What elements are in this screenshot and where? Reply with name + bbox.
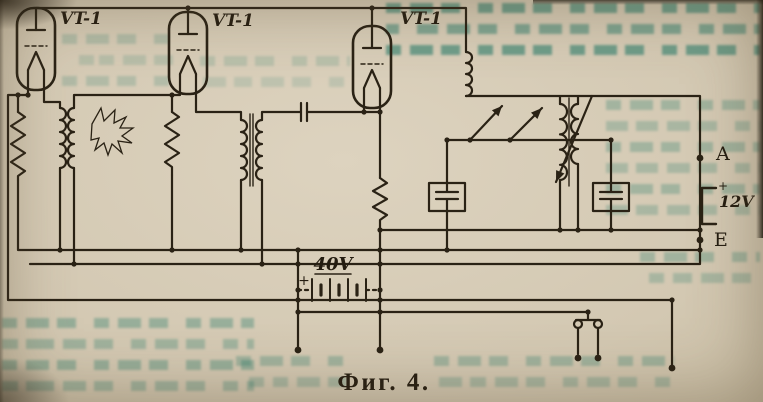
vacuum-tube-2 bbox=[167, 10, 209, 96]
earth-terminal-label: E bbox=[714, 229, 728, 251]
jack-ring bbox=[572, 318, 584, 330]
terminal-dot bbox=[668, 364, 676, 372]
resistor-2 bbox=[163, 110, 181, 177]
junction-dot bbox=[557, 227, 563, 233]
supply-plus-sign: + bbox=[718, 179, 728, 193]
junction-dot bbox=[377, 109, 383, 115]
grid-capacitor bbox=[299, 101, 309, 123]
terminal-dot bbox=[696, 154, 704, 162]
junction-dot bbox=[295, 261, 301, 267]
coil-secondary bbox=[66, 106, 76, 170]
terminal-dot bbox=[696, 236, 704, 244]
junction-dot bbox=[507, 137, 513, 143]
figure-caption: Фиг. 4. bbox=[337, 369, 430, 396]
junction-dot bbox=[467, 137, 473, 143]
junction-dot bbox=[444, 137, 450, 143]
switch-contacts bbox=[468, 104, 544, 142]
tube-1-label: VT-1 bbox=[60, 9, 102, 29]
jack-ring bbox=[592, 318, 604, 330]
coil-secondary bbox=[254, 118, 264, 182]
junction-dot bbox=[295, 247, 301, 253]
junction-dot bbox=[259, 261, 265, 267]
junction-dot bbox=[377, 309, 383, 315]
terminal-bracket bbox=[700, 186, 718, 226]
battery-short-plates bbox=[319, 283, 359, 297]
junction-dot bbox=[377, 297, 383, 303]
junction-dot bbox=[377, 247, 383, 253]
tube-2-label: VT-1 bbox=[212, 11, 254, 31]
supply-voltage-label: 12V bbox=[719, 192, 755, 211]
capacitor-plates bbox=[299, 101, 309, 123]
capacitor-plates bbox=[434, 181, 460, 213]
transformer-2 bbox=[239, 113, 264, 266]
coil-primary bbox=[239, 118, 249, 182]
capacitor-box-2 bbox=[591, 181, 631, 213]
tube-filament bbox=[362, 68, 382, 90]
battery-plus-sign: + bbox=[298, 273, 310, 289]
junction-dot bbox=[15, 92, 21, 98]
junction-dot bbox=[295, 309, 301, 315]
supply-terminal-block: + 12V bbox=[700, 179, 755, 226]
arrowhead bbox=[531, 108, 542, 119]
junction-dot bbox=[697, 227, 703, 233]
terminal-dot bbox=[594, 354, 602, 362]
terminal-dot bbox=[294, 346, 302, 354]
iron-core bbox=[249, 113, 254, 187]
junction-dots bbox=[15, 5, 704, 372]
arrowhead bbox=[556, 170, 565, 182]
junction-dot bbox=[71, 261, 77, 267]
junction-dot bbox=[57, 247, 63, 253]
capacitor-plates bbox=[598, 181, 624, 213]
junction-dot bbox=[575, 227, 581, 233]
junction-dot bbox=[697, 247, 703, 253]
junction-dot bbox=[585, 309, 591, 315]
junction-dot bbox=[669, 297, 675, 303]
battery-voltage-label: 40V bbox=[313, 254, 354, 275]
tuning-arrow bbox=[554, 94, 594, 184]
resistor-1 bbox=[9, 110, 27, 182]
tube-envelope bbox=[167, 10, 209, 96]
junction-dot bbox=[295, 287, 301, 293]
battery-40v: 40V + bbox=[296, 254, 382, 302]
phones-jack bbox=[572, 318, 604, 330]
coil-primary bbox=[58, 106, 68, 170]
junction-dot bbox=[238, 247, 244, 253]
tube-filament bbox=[26, 50, 46, 72]
tube-envelope bbox=[351, 24, 393, 110]
junction-dot bbox=[169, 247, 175, 253]
terminal-dot bbox=[376, 346, 384, 354]
scribble-blot bbox=[90, 106, 135, 157]
junction-dot bbox=[377, 227, 383, 233]
junction-dot bbox=[444, 247, 450, 253]
antenna-terminal-label: A bbox=[715, 143, 730, 165]
choke-coil bbox=[464, 50, 474, 98]
junction-dot bbox=[377, 261, 383, 267]
junction-dot bbox=[608, 137, 614, 143]
capacitor-box-1 bbox=[427, 181, 467, 213]
battery-long-plates bbox=[311, 278, 367, 302]
junction-dot bbox=[369, 5, 375, 11]
terminal-dot bbox=[574, 354, 582, 362]
transformer-1 bbox=[58, 106, 76, 170]
junction-dot bbox=[25, 92, 31, 98]
junction-dot bbox=[608, 227, 614, 233]
junction-dot bbox=[185, 5, 191, 11]
tube-3-label: VT-1 bbox=[400, 9, 442, 29]
coil-right bbox=[569, 102, 580, 166]
junction-dot bbox=[377, 287, 383, 293]
junction-dot bbox=[295, 297, 301, 303]
arrowhead bbox=[491, 106, 502, 117]
junction-dot bbox=[169, 92, 175, 98]
vacuum-tube-3 bbox=[351, 24, 393, 110]
variometer-coil bbox=[554, 94, 594, 187]
tube-filament bbox=[178, 54, 198, 76]
resistor-3 bbox=[371, 176, 389, 228]
junction-dot bbox=[361, 109, 367, 115]
